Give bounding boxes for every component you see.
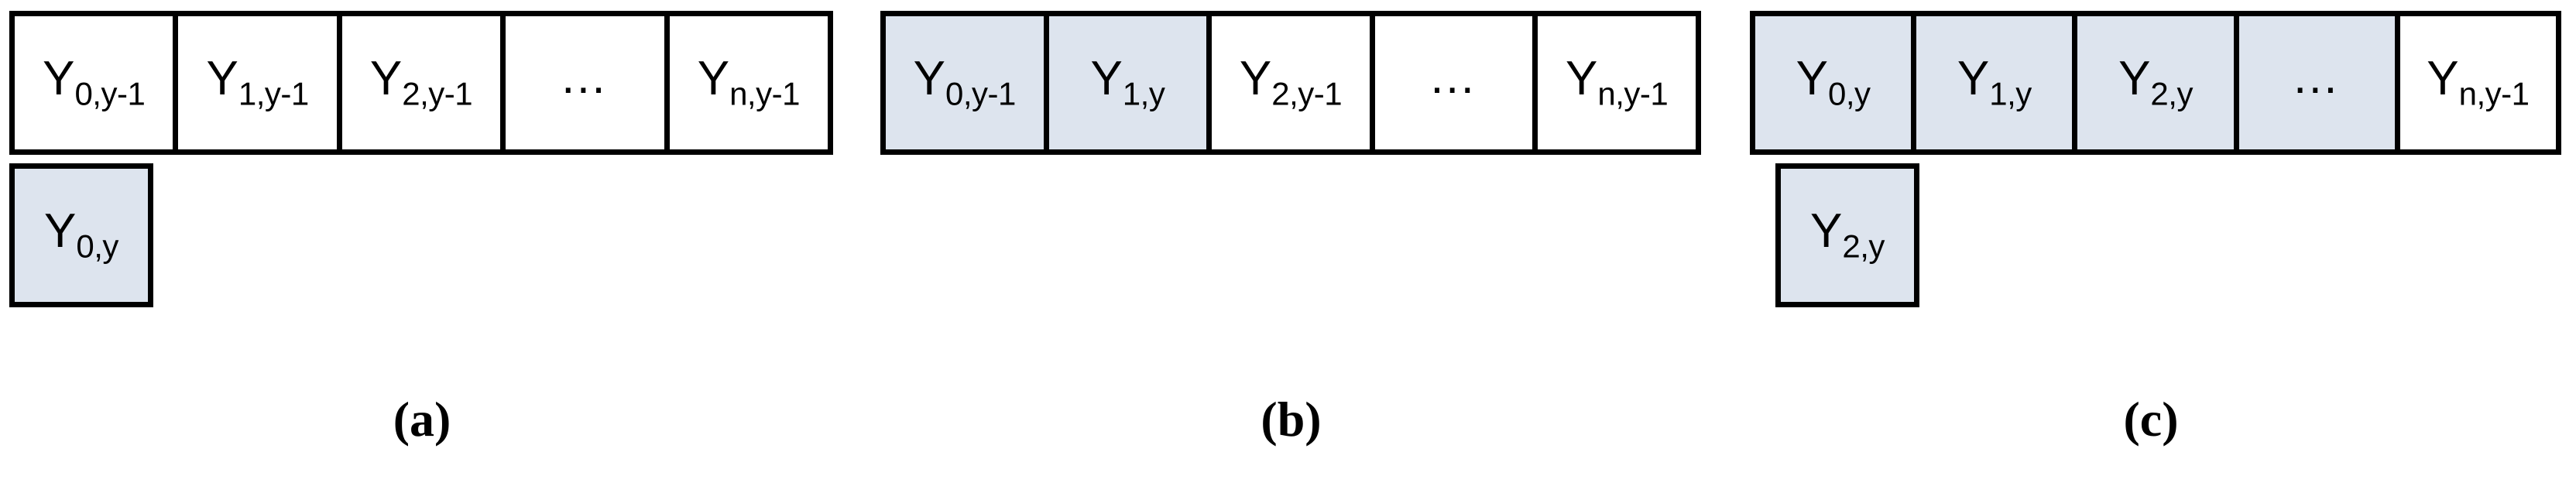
panel-b-cell-n: Yn,y-1 xyxy=(1538,16,1696,149)
panel-c-cell-0: Y0,y xyxy=(1755,16,1917,149)
panel-a-caption: (a) xyxy=(393,392,451,447)
panel-b-caption: (b) xyxy=(1261,392,1322,447)
panel-b-cell-2: Y2,y-1 xyxy=(1212,16,1375,149)
ellipsis-icon: … xyxy=(559,50,611,104)
cell-label: Y0,y xyxy=(1796,52,1871,112)
cell-label: Y2,y-1 xyxy=(1239,52,1343,112)
panel-a-lower-cell: Y0,y xyxy=(9,163,153,307)
cell-label: Y1,y xyxy=(1957,52,2032,112)
panel-a-cell-1: Y1,y-1 xyxy=(178,16,342,149)
cell-label: Y0,y-1 xyxy=(913,52,1017,112)
panel-b-cell-0: Y0,y-1 xyxy=(886,16,1049,149)
panel-c-cell-2: Y2,y xyxy=(2077,16,2239,149)
panel-b-cell-ellipsis: … xyxy=(1374,16,1538,149)
cell-label: Y0,y xyxy=(44,204,118,265)
panel-c: Y0,y Y1,y Y2,y … Yn,y-1 Y2,y (c) xyxy=(1741,0,2561,483)
cell-label: Yn,y-1 xyxy=(697,52,801,112)
panel-a: Y0,y-1 Y1,y-1 Y2,y-1 … Yn,y-1 Y0,y (a) xyxy=(0,0,844,483)
cell-label: Y1,y xyxy=(1090,52,1165,112)
panel-a-cell-n: Yn,y-1 xyxy=(669,16,828,149)
panel-b-top-row: Y0,y-1 Y1,y Y2,y-1 … Yn,y-1 xyxy=(880,11,1701,155)
panel-b-lower-cell: Y2,y xyxy=(1775,163,1919,307)
cell-label: Y2,y xyxy=(1810,204,1885,265)
cell-label: Yn,y-1 xyxy=(2427,52,2530,112)
cell-label: Y0,y-1 xyxy=(43,52,146,112)
panel-c-cell-ellipsis: … xyxy=(2238,16,2400,149)
panel-a-top-row: Y0,y-1 Y1,y-1 Y2,y-1 … Yn,y-1 xyxy=(9,11,833,155)
cell-label: Yn,y-1 xyxy=(1566,52,1669,112)
panel-a-cell-0: Y0,y-1 xyxy=(15,16,179,149)
panel-c-caption: (c) xyxy=(2123,392,2179,447)
panel-c-top-row: Y0,y Y1,y Y2,y … Yn,y-1 xyxy=(1750,11,2561,155)
panel-c-cell-n: Yn,y-1 xyxy=(2399,16,2557,149)
panel-c-cell-1: Y1,y xyxy=(1916,16,2078,149)
ellipsis-icon: … xyxy=(1428,50,1480,104)
panel-b: Y0,y-1 Y1,y Y2,y-1 … Yn,y-1 Y2,y (b) xyxy=(871,0,1919,483)
ellipsis-icon: … xyxy=(2291,50,2343,104)
cell-label: Y2,y-1 xyxy=(369,52,473,112)
cell-label: Y2,y xyxy=(2118,52,2193,112)
cell-label: Y1,y-1 xyxy=(206,52,309,112)
panel-a-cell-ellipsis: … xyxy=(506,16,670,149)
panel-a-cell-2: Y2,y-1 xyxy=(341,16,506,149)
panel-b-cell-1: Y1,y xyxy=(1048,16,1213,149)
